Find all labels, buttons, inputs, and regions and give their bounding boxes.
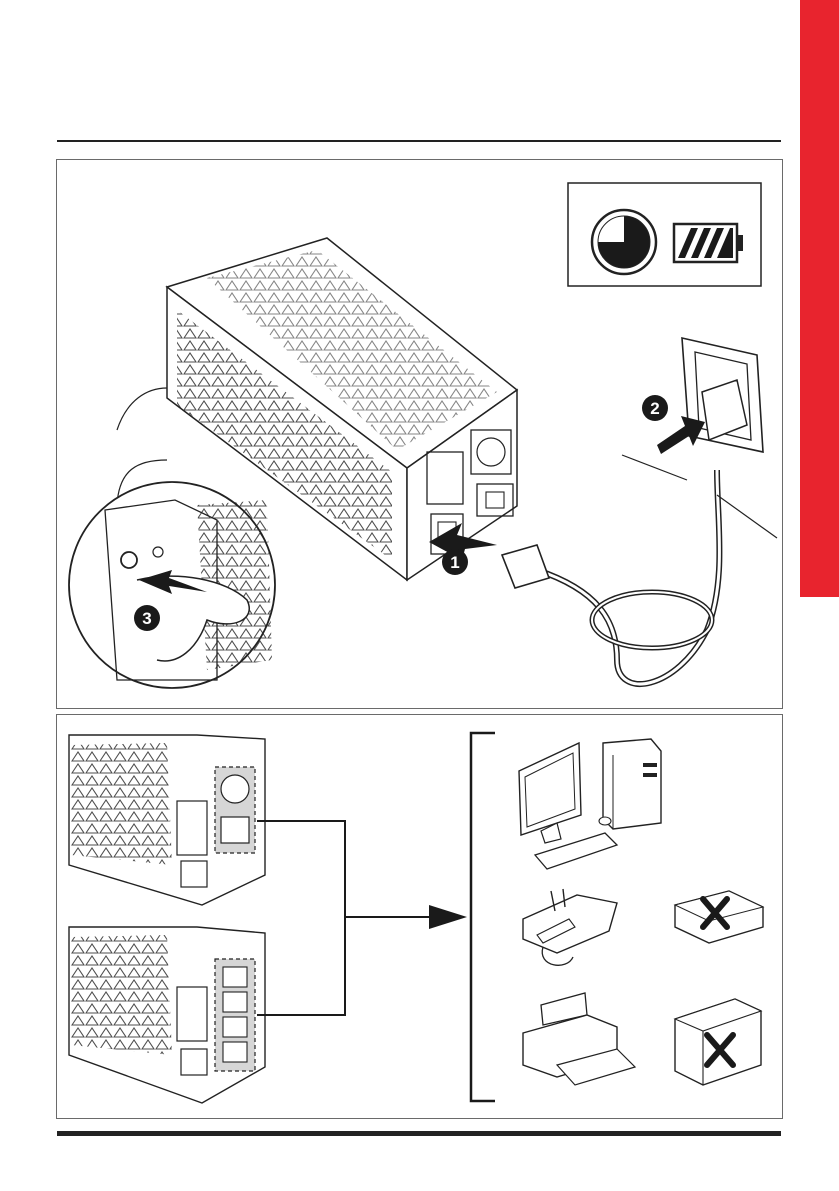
step-badge-1: 1	[442, 549, 468, 575]
iec-connector-icon	[502, 545, 549, 588]
header-rule	[57, 140, 781, 142]
svg-text:3: 3	[142, 609, 151, 628]
step-2-arrow	[657, 416, 705, 454]
power-button-icon	[121, 552, 137, 568]
installation-figure: 1 2 3	[56, 159, 783, 709]
svg-text:1: 1	[450, 553, 459, 572]
laser-printer-crossed-icon	[675, 891, 763, 943]
clock-icon	[592, 210, 656, 274]
wall-socket-icon	[622, 338, 777, 538]
inkjet-printer-icon	[523, 993, 635, 1085]
load-bracket	[471, 733, 495, 1101]
footer-rule	[57, 1131, 781, 1136]
flow-arrow-icon	[429, 905, 467, 929]
battery-charging-icon	[674, 224, 743, 262]
ups-variant-four-iec	[69, 927, 265, 1103]
connection-lines	[257, 733, 495, 1101]
step-badge-3: 3	[134, 605, 160, 631]
computer-workstation-icon	[519, 739, 661, 869]
load-connection-figure	[56, 714, 783, 1119]
section-tab-marker	[800, 0, 839, 597]
step-badge-2: 2	[642, 395, 668, 421]
load-illustration	[57, 715, 782, 1118]
photocopier-crossed-icon	[675, 999, 761, 1085]
svg-text:2: 2	[650, 399, 659, 418]
charge-status-box	[568, 183, 761, 286]
ups-variant-schuko	[69, 735, 265, 905]
fax-machine-icon	[523, 889, 617, 965]
installation-illustration: 1 2 3	[57, 160, 782, 708]
power-cord	[502, 470, 720, 684]
